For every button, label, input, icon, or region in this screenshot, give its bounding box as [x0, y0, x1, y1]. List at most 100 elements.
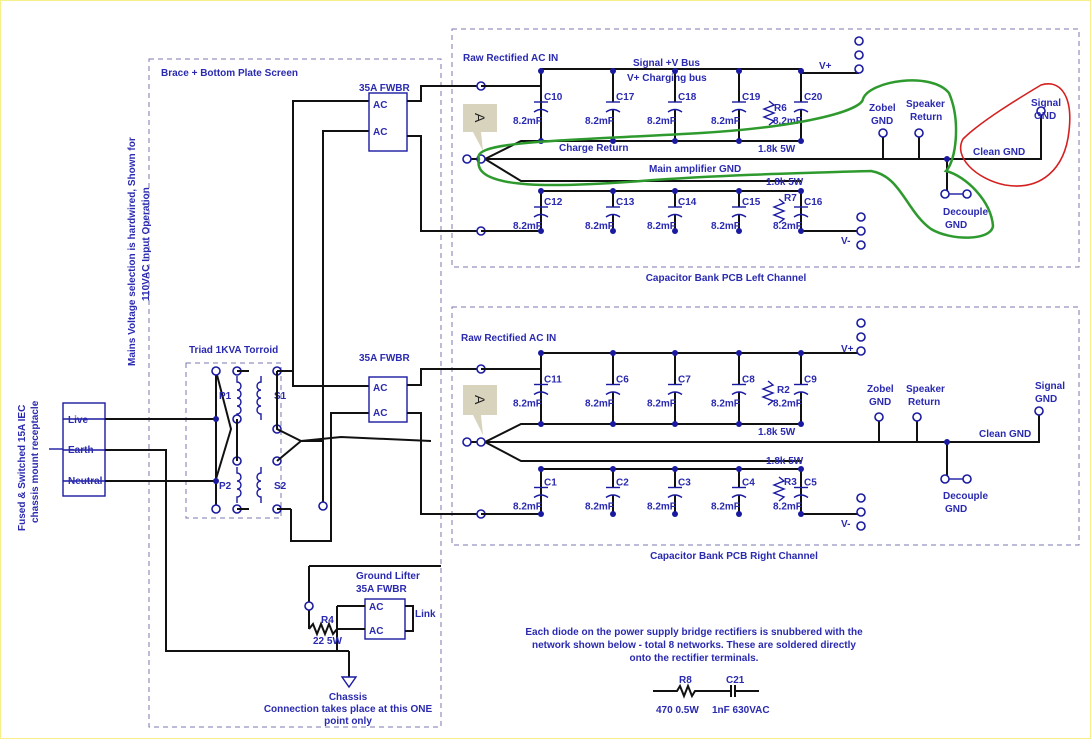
- cap-c8-label: C8: [742, 375, 755, 386]
- iec-neutral-label: Neutral: [68, 476, 103, 487]
- brace-screen-label: Brace + Bottom Plate Screen: [161, 68, 298, 79]
- cap-c20-label: C20: [804, 92, 823, 103]
- cap-c5-label: C5: [804, 478, 817, 489]
- fwbr-right-ac1: AC: [373, 383, 387, 394]
- left-decouple-label: Decouple: [943, 207, 988, 218]
- cap-c16-value: 8.2mF: [773, 221, 802, 232]
- cap-c9-label: C9: [804, 375, 817, 386]
- c21-value: 1nF 630VAC: [712, 705, 770, 716]
- fwbr-right-ac2: AC: [373, 408, 387, 419]
- cap-c11-value: 8.2mF: [513, 399, 542, 410]
- chassis-label-3: point only: [324, 716, 372, 727]
- cap-c14-value: 8.2mF: [647, 221, 676, 232]
- cap-c10-value: 8.2mF: [513, 116, 542, 127]
- cap-c10-label: C10: [544, 92, 563, 103]
- primary-coil-p1: P1: [219, 366, 242, 424]
- cap-c4-label: C4: [742, 478, 755, 489]
- left-charge-return-label: Charge Return: [559, 143, 628, 154]
- c21-label: C21: [726, 675, 745, 686]
- cap-c3-label: C3: [678, 478, 691, 489]
- cap-c3-value: 8.2mF: [647, 502, 676, 513]
- cap-c4-value: 8.2mF: [711, 502, 740, 513]
- r2-label: R2: [777, 385, 790, 396]
- left-vminus-label: V-: [841, 236, 850, 247]
- right-badge: [463, 385, 497, 415]
- snubber-note-2: network shown below - total 8 networks. …: [532, 640, 856, 651]
- cap-c13-value: 8.2mF: [585, 221, 614, 232]
- svg-text:P1: P1: [219, 391, 232, 402]
- cap-c6-label: C6: [616, 375, 629, 386]
- cap-c15-value: 8.2mF: [711, 221, 740, 232]
- cap-c20-value: 8.2mF: [773, 116, 802, 127]
- iec-live-label: Live: [68, 415, 88, 426]
- ground-lifter-fwbr: [364, 598, 406, 640]
- fwbr-left-ac1: AC: [373, 100, 387, 111]
- chassis-ground-icon: [340, 676, 358, 689]
- brace-screen-border: [148, 58, 442, 728]
- snubber-note-1: Each diode on the power supply bridge re…: [525, 627, 863, 638]
- r6-resistor: [762, 100, 776, 126]
- right-bank: Raw Rectified AC IN V+ V- C118.2mFC68.2m…: [461, 318, 1065, 531]
- right-decouple-gnd-label: GND: [945, 504, 967, 515]
- cap-c18-label: C18: [678, 92, 697, 103]
- right-speaker-return-label: Return: [908, 397, 940, 408]
- left-zobel-gnd-label: GND: [871, 116, 893, 127]
- r3-label: R3: [784, 477, 797, 488]
- cap-c5-value: 8.2mF: [773, 502, 802, 513]
- r4-name: R4: [321, 615, 334, 626]
- r3-resistor: [772, 476, 786, 502]
- r2-value: 1.8k 5W: [758, 427, 796, 438]
- cap-c13: C13 8.2mF: [585, 188, 635, 234]
- torroid-border: [185, 362, 282, 519]
- primary-coil-p2: P2: [219, 456, 242, 514]
- left-vplus-label: V+: [819, 61, 832, 72]
- left-raw-in-label: Raw Rectified AC IN: [463, 53, 558, 64]
- iec-note-2: chassis mount receptacle: [30, 400, 41, 523]
- svg-text:S1: S1: [274, 391, 287, 402]
- cap-c18: C18 8.2mF: [647, 68, 697, 144]
- r8-value: 470 0.5W: [656, 705, 699, 716]
- iec-note-1: Fused & Switched 15A IEC: [17, 405, 28, 531]
- left-badge-text: A: [472, 113, 488, 123]
- right-vminus-label: V-: [841, 519, 850, 530]
- left-speaker-label: Speaker: [906, 99, 945, 110]
- right-speaker-label: Speaker: [906, 384, 945, 395]
- cap-c8-value: 8.2mF: [711, 399, 740, 410]
- cap-c7-label: C7: [678, 375, 691, 386]
- r3-value: 1.8k 5W: [766, 456, 804, 467]
- r7-resistor: [772, 198, 786, 224]
- cap-c17-label: C17: [616, 92, 635, 103]
- left-charging-bus-label: V+ Charging bus: [627, 73, 707, 84]
- cap-c12-value: 8.2mF: [513, 221, 542, 232]
- cap-c4: C4 8.2mF: [711, 466, 755, 517]
- right-raw-in-label: Raw Rectified AC IN: [461, 333, 556, 344]
- cap-c3: C3 8.2mF: [647, 466, 691, 517]
- r6-value: 1.8k 5W: [758, 144, 796, 155]
- cap-c13-label: C13: [616, 197, 635, 208]
- gl-ac2: AC: [369, 626, 383, 637]
- left-zobel-label: Zobel: [869, 103, 896, 114]
- left-speaker-return-label: Return: [910, 112, 942, 123]
- left-clean-gnd-label: Clean GND: [973, 147, 1025, 158]
- left-signal-bus-label: Signal +V Bus: [633, 58, 700, 69]
- cap-c18-value: 8.2mF: [647, 116, 676, 127]
- right-bank-border: [451, 306, 1080, 546]
- cap-c1-label: C1: [544, 478, 557, 489]
- cap-c8: C8 8.2mF: [711, 350, 755, 427]
- cap-c7-value: 8.2mF: [647, 399, 676, 410]
- r2-resistor: [761, 380, 775, 406]
- link-label: Link: [415, 609, 436, 620]
- r4-value: 22 5W: [313, 636, 342, 647]
- cap-c6-value: 8.2mF: [585, 399, 614, 410]
- left-decouple-gnd-label: GND: [945, 220, 967, 231]
- cap-c16-label: C16: [804, 197, 823, 208]
- left-bank: Raw Rectified AC IN Signal +V Bus V+ Cha…: [462, 36, 1061, 250]
- r8-label: R8: [679, 675, 692, 686]
- fwbr-left: [368, 92, 408, 152]
